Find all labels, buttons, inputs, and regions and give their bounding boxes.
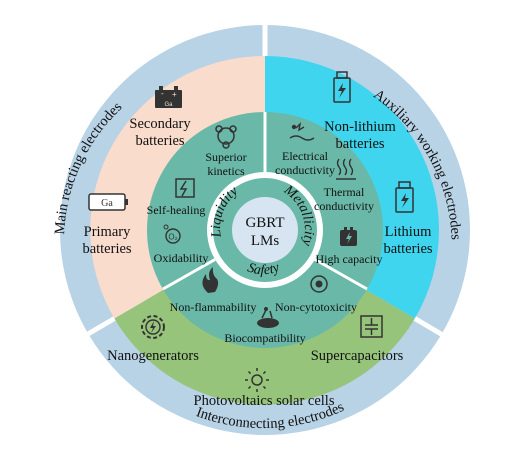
biocompatibility-icon <box>257 307 279 328</box>
non-cytotoxicity-label: Non-cytotoxicity <box>275 300 357 314</box>
battery-charge-icon <box>340 227 357 246</box>
biocompatibility-label: Biocompatibility <box>224 331 305 345</box>
core-title-line1: GBRT <box>245 215 284 231</box>
thermal-conductivity-line2: conductivity <box>314 199 374 213</box>
cell-icon <box>310 275 328 293</box>
gear-lightning-icon <box>141 315 165 339</box>
svg-text:O₂: O₂ <box>168 233 177 242</box>
secondary-batteries-line1: Secondary <box>129 116 191 132</box>
lithium-batteries-line1: Lithium <box>385 224 432 240</box>
electrical-conductivity-icon <box>289 121 315 141</box>
core-circle <box>232 197 298 263</box>
property-divider-right <box>314 258 368 291</box>
thermal-conductivity-line1: Thermal <box>324 185 365 199</box>
molecule-icon <box>215 125 237 149</box>
divider-left <box>80 316 116 340</box>
safety-label: Safety <box>245 260 282 278</box>
svg-text:Ga: Ga <box>164 102 173 108</box>
thermal-icon <box>336 158 356 180</box>
non-lithium-battery-icon <box>333 71 351 103</box>
svg-text:-: - <box>161 89 164 98</box>
svg-text:+: + <box>172 90 177 99</box>
non-flammability-label: Non-flammability <box>170 300 257 314</box>
superior-kinetics-line1: Superior <box>205 150 246 164</box>
lithium-batteries-line2: batteries <box>383 241 432 257</box>
sun-icon <box>245 368 269 392</box>
primary-batteries-line1: Primary <box>84 224 131 240</box>
superior-kinetics-line2: kinetics <box>207 164 245 178</box>
oxygen-icon: O₂ <box>163 224 181 244</box>
electrical-conductivity-line2: conductivity <box>275 163 335 177</box>
lithium-battery-icon <box>395 181 414 213</box>
non-lithium-batteries-line1: Non-lithium <box>324 119 396 135</box>
svg-text:Ga: Ga <box>101 198 113 209</box>
ga-battery-icon: Ga <box>88 193 128 211</box>
secondary-batteries-line2: batteries <box>135 133 184 149</box>
high-capacity-label: High capacity <box>316 252 383 266</box>
oxidability-label: Oxidability <box>154 251 209 265</box>
electrical-conductivity-line1: Electrical <box>282 149 329 163</box>
nanogenerators-label: Nanogenerators <box>107 348 199 364</box>
non-lithium-batteries-line2: batteries <box>335 136 384 152</box>
primary-batteries-line2: batteries <box>82 241 131 257</box>
flame-icon <box>202 267 219 293</box>
car-battery-icon: - + Ga <box>155 86 182 108</box>
core-title-line2: LMs <box>251 233 280 249</box>
property-divider-left <box>162 258 216 291</box>
self-healing-label: Self-healing <box>147 203 206 217</box>
supercapacitors-label: Supercapacitors <box>311 348 404 364</box>
photovoltaics-label: Photovoltaics solar cells <box>194 393 335 409</box>
capacitor-icon <box>360 315 383 338</box>
divider-right <box>413 316 449 340</box>
self-healing-icon <box>175 178 195 198</box>
